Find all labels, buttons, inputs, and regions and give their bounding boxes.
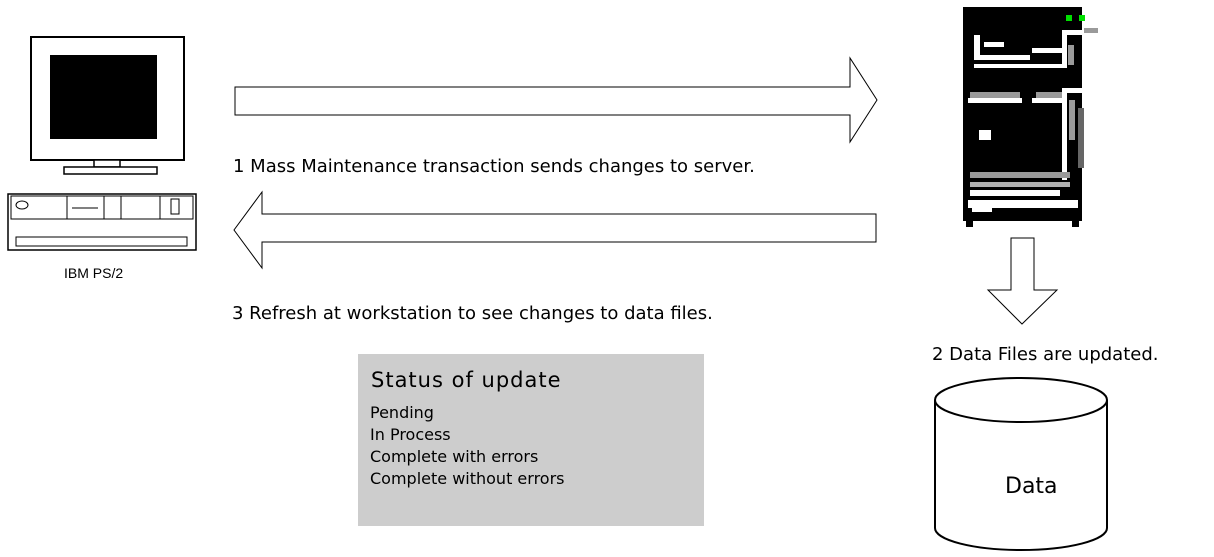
step3-caption: 3 Refresh at workstation to see changes … xyxy=(232,303,713,324)
database-label: Data xyxy=(1005,474,1058,499)
refresh-arrow-left xyxy=(233,190,877,270)
status-title: Status of update xyxy=(371,368,562,392)
status-item-complete-errors: Complete with errors xyxy=(370,447,539,466)
status-item-in-process: In Process xyxy=(370,425,451,444)
update-arrow-down xyxy=(986,237,1059,325)
status-item-complete-no-errors: Complete without errors xyxy=(370,469,565,488)
step1-caption: 1 Mass Maintenance transaction sends cha… xyxy=(233,156,755,177)
send-arrow-right xyxy=(234,56,878,144)
workstation-icon xyxy=(7,36,197,251)
database-icon xyxy=(934,377,1108,551)
status-item-pending: Pending xyxy=(370,403,434,422)
server-icon xyxy=(963,7,1098,227)
status-panel: Status of update Pending In Process Comp… xyxy=(358,354,704,526)
workstation-label: IBM PS/2 xyxy=(64,265,124,281)
step2-caption: 2 Data Files are updated. xyxy=(932,344,1159,365)
